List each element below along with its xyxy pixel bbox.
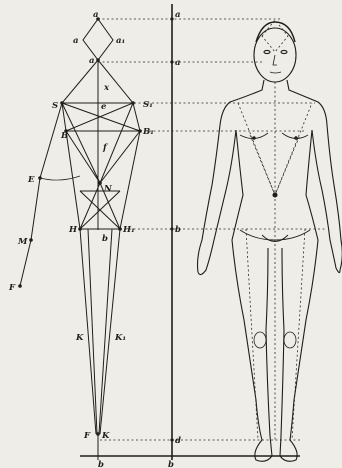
- dot-axis-neck: [170, 60, 173, 63]
- dot-B1: [138, 129, 142, 133]
- right-knee: [284, 332, 296, 348]
- dot-neck: [96, 58, 100, 62]
- label-x: x: [103, 83, 110, 93]
- dot-foot: [96, 432, 100, 436]
- dot-axis-foot: [170, 438, 173, 441]
- central-axis: [80, 4, 300, 460]
- side-line-right: [120, 131, 140, 229]
- label-base-b: b: [98, 460, 104, 468]
- dot-axis-hip: [170, 227, 173, 230]
- left-eye: [264, 50, 270, 53]
- nose: [273, 55, 277, 65]
- arm-line: [20, 103, 62, 286]
- side-line-left: [66, 131, 80, 229]
- leg-line-3: [88, 229, 97, 434]
- human-figure: [198, 20, 342, 461]
- navel: [273, 193, 277, 197]
- label-a1: a₁: [116, 36, 125, 46]
- dot-S1: [131, 101, 135, 105]
- label-K: K: [75, 333, 84, 343]
- label-H1: H₁: [122, 225, 135, 235]
- label-a-left: a: [73, 36, 79, 46]
- label-S: S: [52, 101, 58, 111]
- label-a-neck: a: [89, 56, 95, 66]
- dot-axis-top: [170, 17, 173, 20]
- elbow-arc: [40, 176, 80, 180]
- right-eye: [281, 50, 287, 53]
- label-F-hand: F: [8, 283, 16, 293]
- mouth: [270, 72, 281, 73]
- right-arm-outer: [327, 125, 342, 270]
- nipple-left: [253, 137, 255, 139]
- left-leg-outer: [232, 240, 262, 440]
- geometric-figure: [20, 19, 140, 460]
- label-e: e: [101, 102, 107, 112]
- label-axis-b: b: [175, 225, 181, 235]
- left-leg-inner: [266, 248, 270, 436]
- leg-line-1: [80, 229, 96, 434]
- label-K-foot: K: [101, 431, 110, 441]
- left-arm-outer: [198, 125, 221, 272]
- label-f: f: [102, 143, 108, 153]
- right-shoulder: [287, 80, 327, 125]
- hip-triangle: [80, 183, 120, 229]
- label-S1: S₁: [143, 100, 153, 110]
- dot-N: [98, 181, 102, 185]
- right-leg-inner: [281, 248, 284, 436]
- torso-line-4: [100, 131, 140, 183]
- label-axis-a2: a: [175, 58, 181, 68]
- figure-hair: [256, 22, 295, 42]
- left-shoulder: [220, 80, 264, 125]
- torso-right: [306, 130, 318, 240]
- label-K1: K₁: [114, 333, 126, 343]
- label-H: H: [68, 225, 78, 235]
- dot-M: [29, 238, 33, 242]
- label-b: b: [102, 234, 108, 244]
- dot-H1: [118, 227, 122, 231]
- label-axis-a: a: [175, 10, 181, 20]
- label-E: E: [27, 175, 35, 185]
- nipple-right: [295, 137, 297, 139]
- label-a-top: a: [93, 10, 99, 20]
- label-F-foot: F: [83, 431, 91, 441]
- dot-E: [38, 176, 42, 180]
- label-M: M: [17, 237, 28, 247]
- left-knee: [254, 332, 266, 348]
- right-hand: [330, 240, 340, 273]
- diagram-labels: a a a₁ a x S S₁ e B B₁ f E N H H₁ b M F …: [8, 10, 181, 468]
- head-diamond: [83, 19, 113, 60]
- label-axis-d: d: [175, 436, 181, 446]
- torso-line-3: [66, 131, 100, 183]
- label-B1: B₁: [142, 127, 154, 137]
- dot-F-hand: [18, 284, 22, 288]
- dot-S: [60, 101, 64, 105]
- label-N: N: [103, 184, 113, 194]
- dot-H: [78, 227, 82, 231]
- label-axis-bottom: b: [168, 460, 174, 468]
- right-arm-inner: [312, 130, 330, 240]
- label-B: B: [60, 131, 68, 141]
